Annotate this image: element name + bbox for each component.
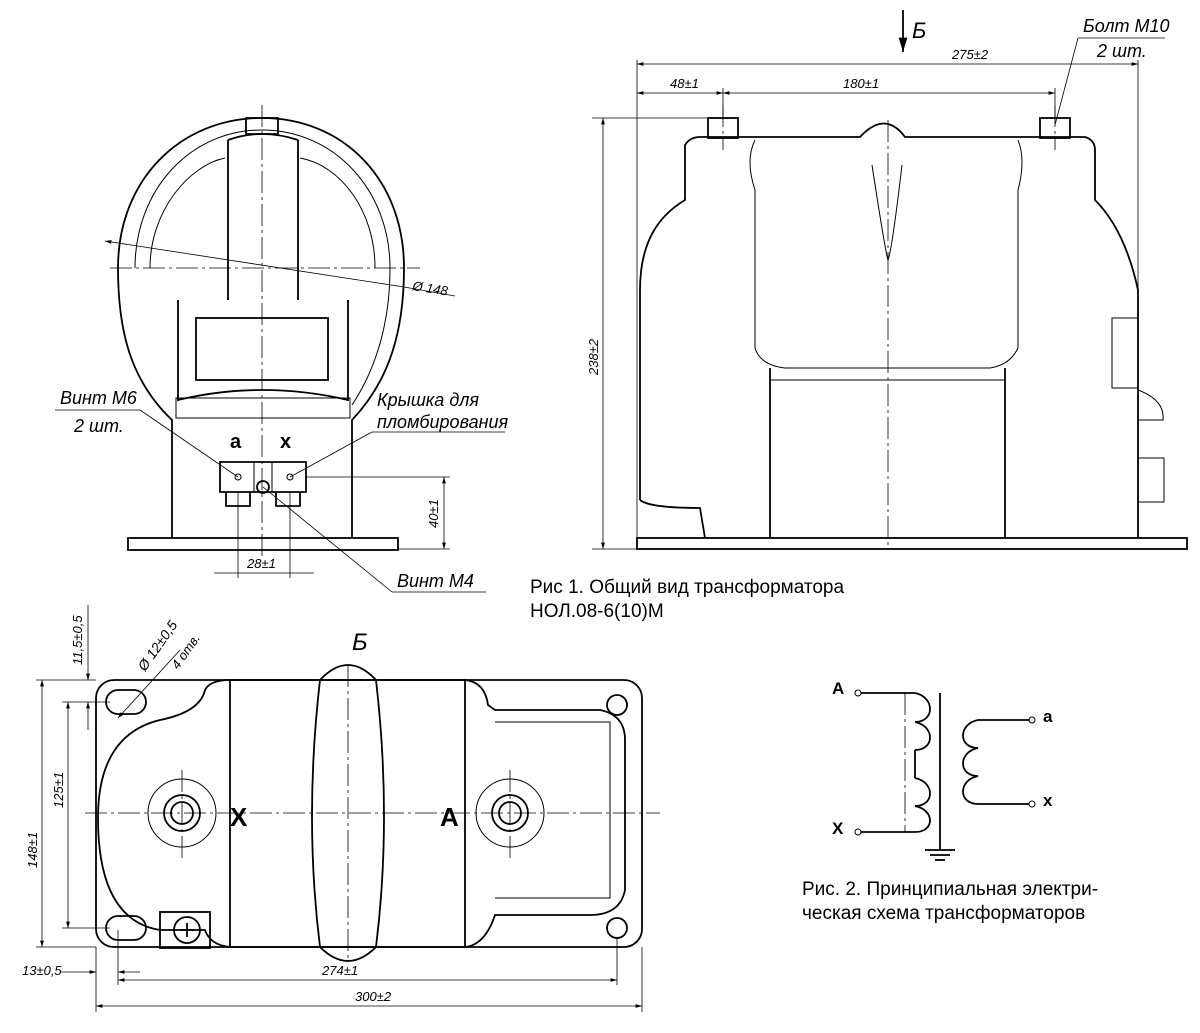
dim-125-text: 125±1	[51, 772, 66, 808]
figure2-caption: Рис. 2. Принципиальная электри- ческая с…	[802, 878, 1098, 926]
side-lower-box	[1137, 457, 1165, 503]
terminal-x-label: x	[280, 431, 291, 453]
holes-count-text: 4 отв.	[168, 631, 203, 672]
front-base-plate	[127, 537, 399, 551]
terminal-x-node	[1028, 800, 1036, 808]
primary-winding	[861, 692, 931, 833]
callout-bolt-line1: Болт М10	[1083, 16, 1170, 36]
figure2-caption-line1: Рис. 2. Принципиальная электри-	[802, 879, 1099, 900]
dim-300-text: 300±2	[355, 989, 392, 1004]
secondary-winding	[962, 719, 1029, 805]
dim-238-text: 238±2	[586, 338, 601, 376]
terminal-feet	[225, 492, 301, 507]
front-shoulder-lines	[149, 157, 376, 269]
diameter-148-text: Ø 148	[411, 278, 450, 299]
plan-center-dome	[311, 664, 385, 962]
schematic-label-X: X	[832, 819, 844, 838]
figure1-caption: Рис 1. Общий вид трансформатора НОЛ.08-6…	[530, 576, 844, 624]
dim-28-text: 28±1	[246, 556, 276, 571]
label-strip	[175, 397, 351, 419]
side-terminal-box	[1111, 317, 1164, 421]
terminal-a-label: a	[230, 431, 242, 453]
side-center-groove	[871, 164, 903, 262]
terminal-X-node	[854, 828, 862, 836]
side-window-panel	[749, 139, 1023, 369]
terminal-A-node	[854, 689, 862, 697]
schematic-label-x: x	[1043, 791, 1053, 810]
callout-bolt-leader	[1054, 37, 1079, 126]
callout-cover-line1: Крышка для	[377, 390, 479, 410]
front-inner-panel	[177, 300, 349, 402]
terminal-A-big: A	[440, 802, 459, 832]
diameter-148-leader	[403, 286, 456, 297]
plan-base-plate	[95, 679, 643, 948]
figure2-caption-line2: ческая схема трансформаторов	[802, 903, 1086, 924]
screw-m6-left	[234, 473, 242, 481]
callout-m6-line1: Винт М6	[60, 388, 138, 408]
schematic-label-a: a	[1043, 707, 1053, 726]
view-b-title: Б	[352, 629, 368, 656]
dim-274-text: 274±1	[321, 963, 358, 978]
plan-body-outline	[97, 679, 626, 948]
figure1-caption-line1: Рис 1. Общий вид трансформатора	[530, 577, 845, 598]
side-body-outline	[639, 122, 1139, 539]
dim-48-text: 48±1	[670, 76, 699, 91]
screw-m4-head	[256, 480, 270, 494]
terminal-block	[219, 461, 307, 493]
callout-cover-line2: пломбирования	[377, 412, 508, 432]
mount-hole-bl	[105, 915, 147, 941]
ground-screw-slot	[180, 923, 194, 937]
plan-right-shoulder	[495, 721, 611, 899]
schematic-label-A: A	[832, 679, 844, 698]
mount-hole-tr	[606, 694, 628, 716]
ground-screw	[173, 916, 201, 944]
front-neck	[227, 133, 299, 300]
diameter-148-line	[104, 240, 405, 288]
mount-hole-br	[606, 917, 628, 939]
plan-view: Б X A 11,5±0,5	[22, 605, 660, 1012]
dim-11-5-text: 11,5±0,5	[70, 615, 85, 665]
dim-275-text: 275±2	[951, 47, 989, 62]
callout-cover-leader	[289, 431, 373, 478]
callout-bolt-line2: 2 шт.	[1096, 41, 1147, 61]
dim-13-text: 13±0,5	[22, 963, 62, 978]
dim-40-text: 40±1	[426, 499, 441, 528]
callout-m4-text: Винт М4	[397, 571, 474, 591]
callout-m6-leader	[139, 409, 239, 478]
callout-m4-leader	[262, 486, 393, 593]
holes-leader	[117, 649, 181, 719]
seal-cover	[253, 461, 273, 493]
front-body-outline	[117, 117, 405, 538]
side-base-plate	[636, 537, 1188, 550]
dim-148-text: 148±1	[25, 832, 40, 868]
ground-terminal	[159, 911, 211, 949]
callout-m6-line2: 2 шт.	[73, 416, 124, 436]
screw-m6-right	[286, 473, 294, 481]
front-body-inner	[134, 129, 391, 406]
front-view: a x Ø 148 40±1 28±1 Винт М6 2 шт. Крышка…	[55, 105, 508, 593]
dim-180-text: 180±1	[843, 76, 879, 91]
terminal-X-big: X	[230, 802, 248, 832]
schematic: A X a x	[832, 679, 1053, 861]
side-view: 275±2 48±1 180±1 238±2 Б Болт М10 2 шт.	[586, 10, 1188, 550]
terminal-a-node	[1028, 716, 1036, 724]
figure1-caption-line2: НОЛ.08-6(10)М	[530, 601, 664, 622]
view-b-arrow-label: Б	[912, 18, 926, 43]
